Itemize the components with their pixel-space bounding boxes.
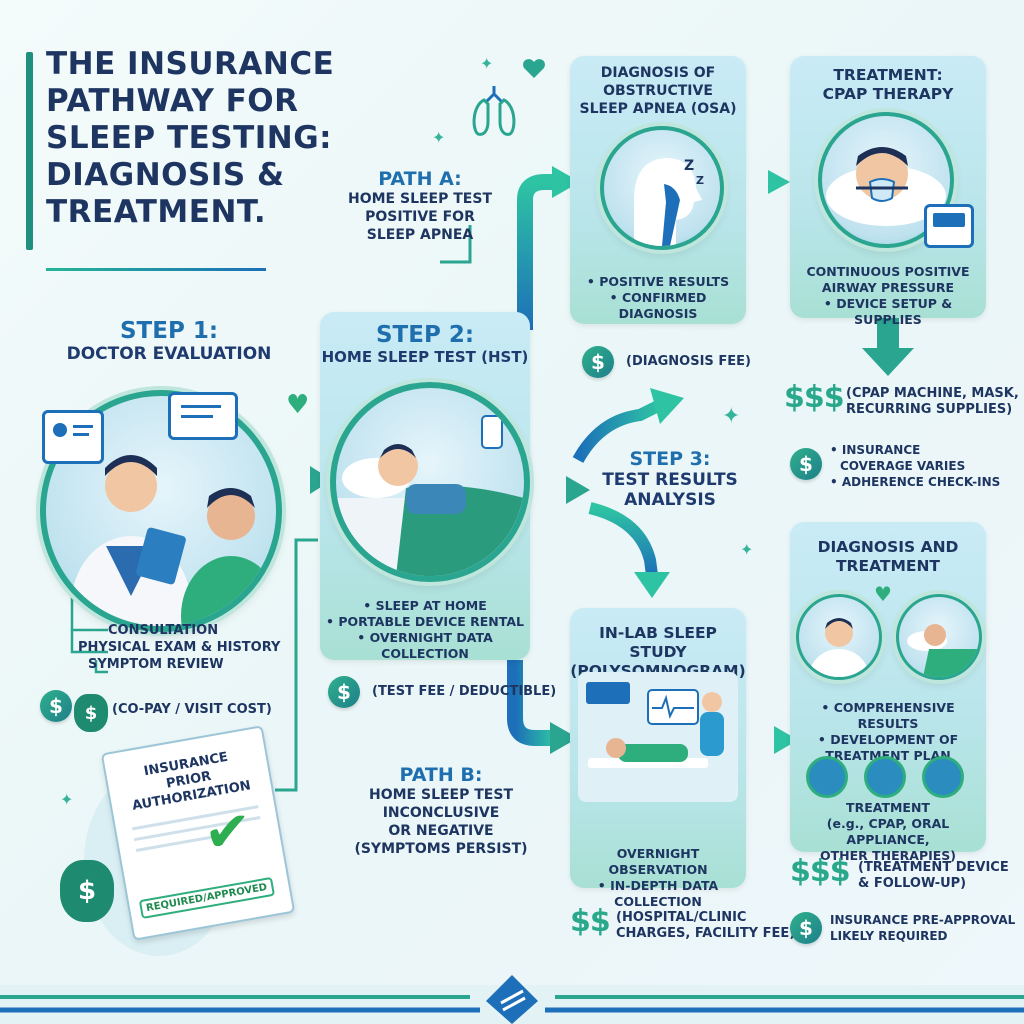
approved-stamp: REQUIRED/APPROVED — [138, 876, 275, 920]
arrow-path-b — [507, 660, 554, 746]
money-bag-icon: $ — [60, 860, 114, 922]
cpap-mask-illustration — [818, 112, 954, 248]
cpap-cost: (CPAP MACHINE, MASK,RECURRING SUPPLIES) — [846, 386, 1019, 417]
dollar-coin-icon: $ — [582, 346, 614, 378]
arrow-path-a — [517, 174, 556, 330]
cpap-desc: CONTINUOUS POSITIVE AIRWAY PRESSURE • DE… — [806, 264, 970, 327]
step2-cost: (TEST FEE / DEDUCTIBLE) — [372, 684, 557, 699]
svg-text:Z: Z — [684, 158, 694, 174]
heart-icon: ♥ — [874, 582, 892, 606]
dt-cost: (TREATMENT DEVICE& FOLLOW-UP) — [858, 860, 1009, 891]
osa-items: • POSITIVE RESULTS • CONFIRMED DIAGNOSIS — [586, 274, 730, 321]
title-accent-bar — [26, 52, 33, 250]
cpap-treatment-icon — [806, 756, 848, 798]
path-a-label: PATH A: HOME SLEEP TEST POSITIVE FOR SLE… — [348, 168, 492, 243]
lab-illustration — [578, 672, 738, 802]
id-card-icon — [42, 410, 104, 464]
cost-level-3: $$$ — [790, 854, 851, 889]
patient-avatar — [896, 594, 982, 680]
dt-treatment: TREATMENT (e.g., CPAP, ORAL APPLIANCE, O… — [819, 800, 957, 863]
checkmark-icon: ✔ — [204, 800, 251, 865]
path-b-label: PATH B: HOME SLEEP TEST INCONCLUSIVE OR … — [354, 764, 528, 857]
step2-sleep-illustration — [330, 382, 530, 582]
speech-bubble-icon — [168, 392, 238, 440]
money-bag-icon: $ — [74, 694, 108, 732]
step1-items: CONSULTATION PHYSICAL EXAM & HISTORY SYM… — [78, 623, 281, 672]
doctor-avatar — [796, 594, 882, 680]
step3-header: STEP 3: TEST RESULTS ANALYSIS — [602, 448, 738, 510]
cost-level-3: $$$ — [784, 380, 845, 415]
svg-text:Z: Z — [696, 174, 704, 187]
title-underline — [46, 268, 266, 271]
step2-items: • SLEEP AT HOME • PORTABLE DEVICE RENTAL… — [326, 598, 524, 661]
sparkle-icon: ✦ — [432, 128, 446, 147]
heart-icon: ♥ — [286, 390, 310, 420]
step1-cost: (CO-PAY / VISIT COST) — [112, 702, 272, 717]
dollar-coin-icon: $ — [790, 448, 822, 480]
cpap-insurance: • INSURANCE COVERAGE VARIES • ADHERENCE … — [830, 443, 1001, 489]
sparkle-icon: ✦ — [740, 540, 754, 559]
sparkle-icon: ✦ — [480, 54, 494, 73]
dollar-coin-icon: $ — [328, 676, 360, 708]
cpap-title: TREATMENT:CPAP THERAPY — [822, 66, 954, 103]
lab-items: OVERNIGHT OBSERVATION • IN-DEPTH DATA CO… — [597, 846, 719, 909]
therapy-icon — [922, 756, 964, 798]
dollar-coin-icon: $ — [790, 912, 822, 944]
osa-airway-illustration: Z Z — [600, 126, 724, 250]
lungs-icon — [466, 50, 546, 140]
sparkle-icon: ✦ — [60, 790, 74, 809]
cost-level-2: $$ — [570, 904, 611, 939]
oral-appliance-icon — [864, 756, 906, 798]
step1-header: STEP 1: DOCTOR EVALUATION — [66, 318, 272, 364]
dollar-coin-icon: $ — [40, 690, 72, 722]
step2-header: STEP 2: HOME SLEEP TEST (HST) — [321, 322, 529, 366]
dt-items: • COMPREHENSIVE RESULTS • DEVELOPMENT OF… — [817, 700, 959, 763]
sparkle-icon: ✦ — [722, 404, 741, 429]
cpap-machine-icon — [924, 204, 974, 248]
osa-cost: (DIAGNOSIS FEE) — [626, 354, 751, 369]
auth-connector — [275, 538, 318, 792]
